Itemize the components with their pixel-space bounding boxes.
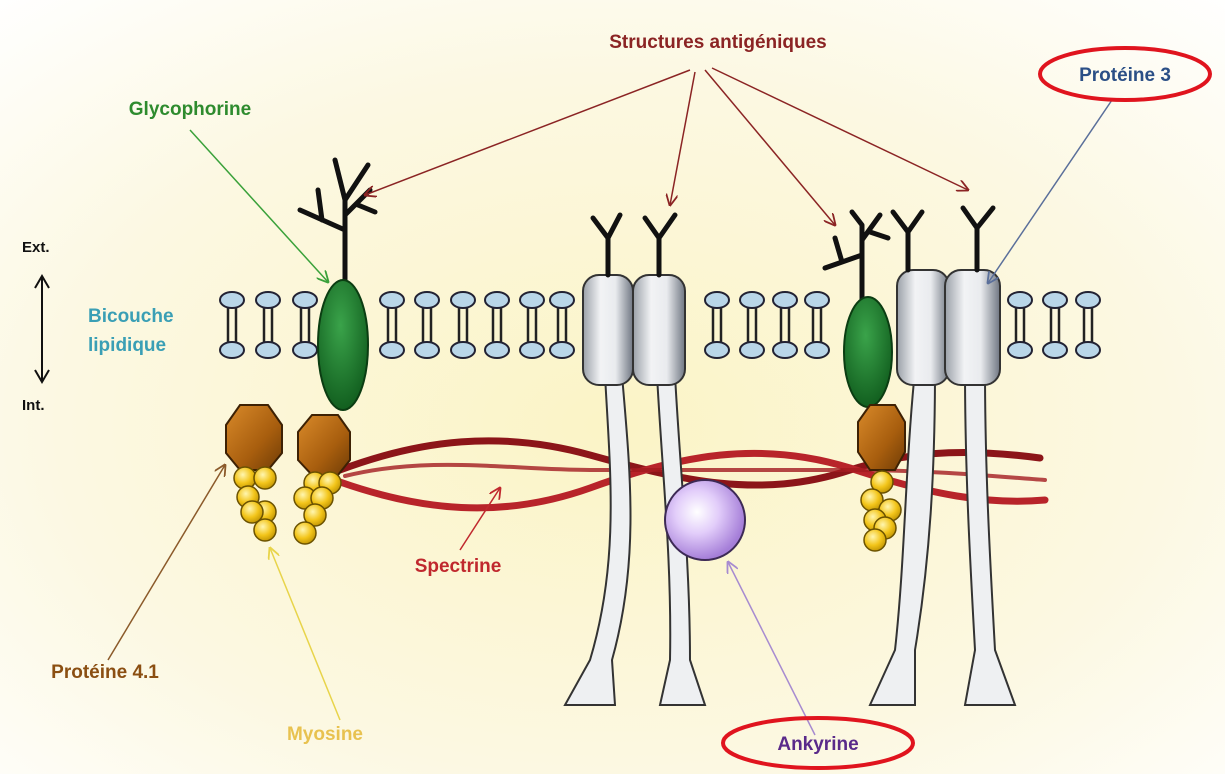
label-bicouche: Bicouche <box>88 306 174 327</box>
protein-4-1-hexagon-icon <box>298 415 350 475</box>
label-proteine-3: Protéine 3 <box>1079 65 1171 86</box>
label-lipidique: lipidique <box>88 335 166 356</box>
label-ext: Ext. <box>22 239 50 256</box>
protein-4-1-hexagon-icon <box>226 405 282 470</box>
label-int: Int. <box>22 397 45 414</box>
label-myosine: Myosine <box>287 724 363 745</box>
label-ankyrine: Ankyrine <box>777 734 858 755</box>
ankyrin-sphere-icon <box>665 480 745 560</box>
protein-4-1-hexagon-icon <box>858 405 905 470</box>
label-spectrine: Spectrine <box>415 556 502 577</box>
label-glycophorine: Glycophorine <box>129 99 251 120</box>
label-structures-antigeniques: Structures antigéniques <box>609 32 827 53</box>
label-proteine-4-1: Protéine 4.1 <box>51 662 159 683</box>
